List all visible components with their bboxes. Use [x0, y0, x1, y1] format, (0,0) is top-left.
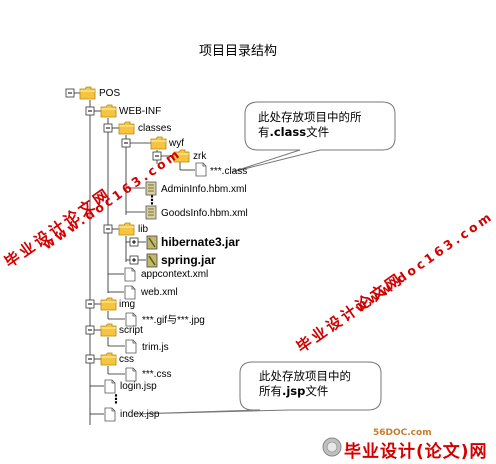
node-hibernate: hibernate3.jar — [161, 235, 240, 249]
node-ellipsis-1: ⋮ — [146, 193, 158, 207]
node-index: index.jsp — [120, 409, 160, 420]
node-img: img — [119, 299, 136, 310]
node-gif: ***.gif与***.jpg — [142, 315, 205, 326]
node-login: login.jsp — [120, 381, 157, 392]
node-appcontext: appcontext.xml — [141, 269, 209, 280]
callout-class-line1: 此处存放项目中的所 — [258, 110, 362, 124]
footer-logo-icon — [322, 437, 342, 457]
callout-class-files: 此处存放项目中的所 有.class文件 — [258, 110, 362, 140]
footer-site: 56DOC.com — [373, 428, 432, 438]
node-class-file: ***.class — [210, 166, 248, 177]
callout-jsp-line1: 此处存放项目中的 — [259, 369, 351, 383]
node-pos: POS — [99, 88, 121, 99]
callout-jsp-files: 此处存放项目中的 所有.jsp文件 — [259, 369, 351, 399]
callout-class-line2: 有.class文件 — [258, 125, 330, 139]
node-webinf: WEB-INF — [119, 106, 162, 117]
node-wyf: wyf — [169, 138, 184, 149]
callout-jsp-line2: 所有.jsp文件 — [259, 384, 329, 398]
node-webxml: web.xml — [141, 287, 178, 298]
node-script: script — [119, 325, 143, 336]
node-trim: trim.js — [142, 342, 169, 353]
node-goodsinfo: GoodsInfo.hbm.xml — [161, 208, 248, 219]
footer-text: 毕业设计(论文)网 — [344, 442, 488, 462]
node-zrk: zrk — [193, 151, 207, 162]
node-spring: spring.jar — [161, 253, 216, 267]
directory-tree — [65, 86, 396, 457]
diagram-title: 项目目录结构 — [198, 44, 277, 59]
node-lib: lib — [138, 224, 149, 235]
node-admininfo: AdminInfo.hbm.xml — [161, 184, 247, 195]
node-cssfile: ***.css — [142, 369, 172, 380]
node-classes: classes — [138, 123, 172, 134]
node-ellipsis-2: ⋮ — [110, 392, 122, 406]
node-css: css — [119, 354, 134, 365]
